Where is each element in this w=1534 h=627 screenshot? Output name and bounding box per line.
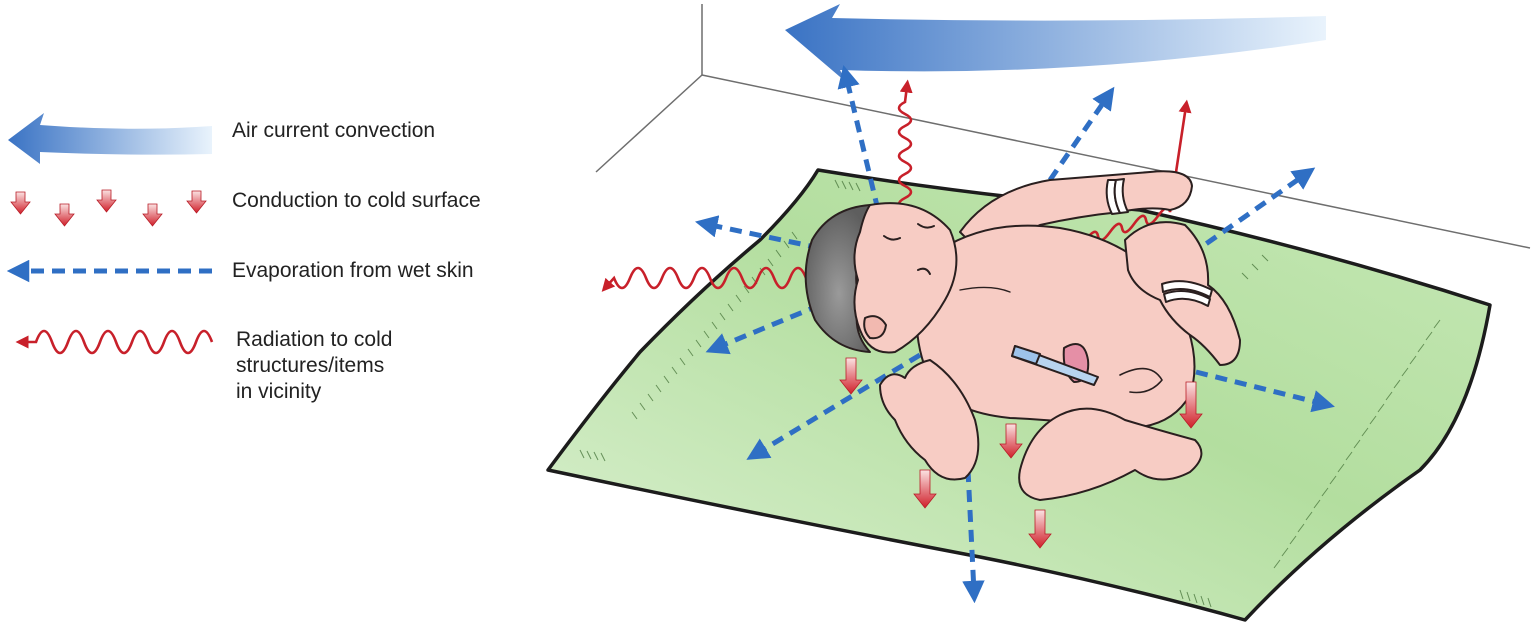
conduction-arrow	[1179, 381, 1203, 429]
head	[853, 202, 958, 354]
right-arm	[959, 170, 1193, 263]
evaporation-arrow	[962, 469, 985, 604]
newborn	[804, 170, 1241, 501]
evaporation-arrows	[694, 65, 1335, 604]
conduction-arrows	[839, 357, 1203, 549]
conduction-arrow	[54, 203, 75, 227]
conduction-arrow	[142, 203, 163, 227]
conduction-arrow	[96, 189, 117, 213]
conduction-arrow	[999, 423, 1023, 459]
conduction-arrow	[10, 191, 31, 215]
evaporation-label: Evaporation from wet skin	[232, 259, 474, 282]
radiation-label-line: in vicinity	[236, 380, 322, 403]
evaporation-arrow	[1195, 369, 1335, 413]
conduction-label: Conduction to cold surface	[232, 189, 481, 212]
conduction-arrow	[1028, 509, 1052, 549]
mouth	[917, 267, 931, 275]
eye	[883, 235, 901, 241]
evaporation-arrow	[1188, 167, 1316, 258]
evaporation-arrow	[746, 352, 922, 460]
eye	[917, 223, 935, 229]
left-leg	[1018, 407, 1203, 501]
ear	[863, 315, 887, 340]
wristband	[1105, 178, 1129, 215]
radiation-legend-arrow	[15, 329, 214, 355]
evaporation-arrow	[1047, 86, 1115, 182]
ankle-band	[1161, 280, 1213, 307]
radiation-label-line: Radiation to cold	[236, 328, 393, 351]
radiation-label-line: structures/items	[236, 354, 385, 377]
radiation-arrow	[601, 266, 808, 292]
conduction-arrow	[186, 190, 207, 214]
radiation-arrow	[897, 79, 913, 212]
radiation-label: Radiation to cold structures/items in vi…	[236, 327, 476, 405]
conduction-legend-arrows	[10, 189, 207, 227]
left-arm	[879, 359, 980, 481]
legend	[6, 113, 214, 355]
convection-label: Air current convection	[232, 119, 436, 142]
room-corner	[595, 4, 1531, 249]
convection-legend-arrow	[8, 113, 212, 164]
evaporation-arrow	[837, 65, 881, 211]
conduction-arrow	[839, 357, 863, 395]
air-current-arrow	[785, 4, 1326, 82]
conduction-arrow	[913, 469, 937, 509]
